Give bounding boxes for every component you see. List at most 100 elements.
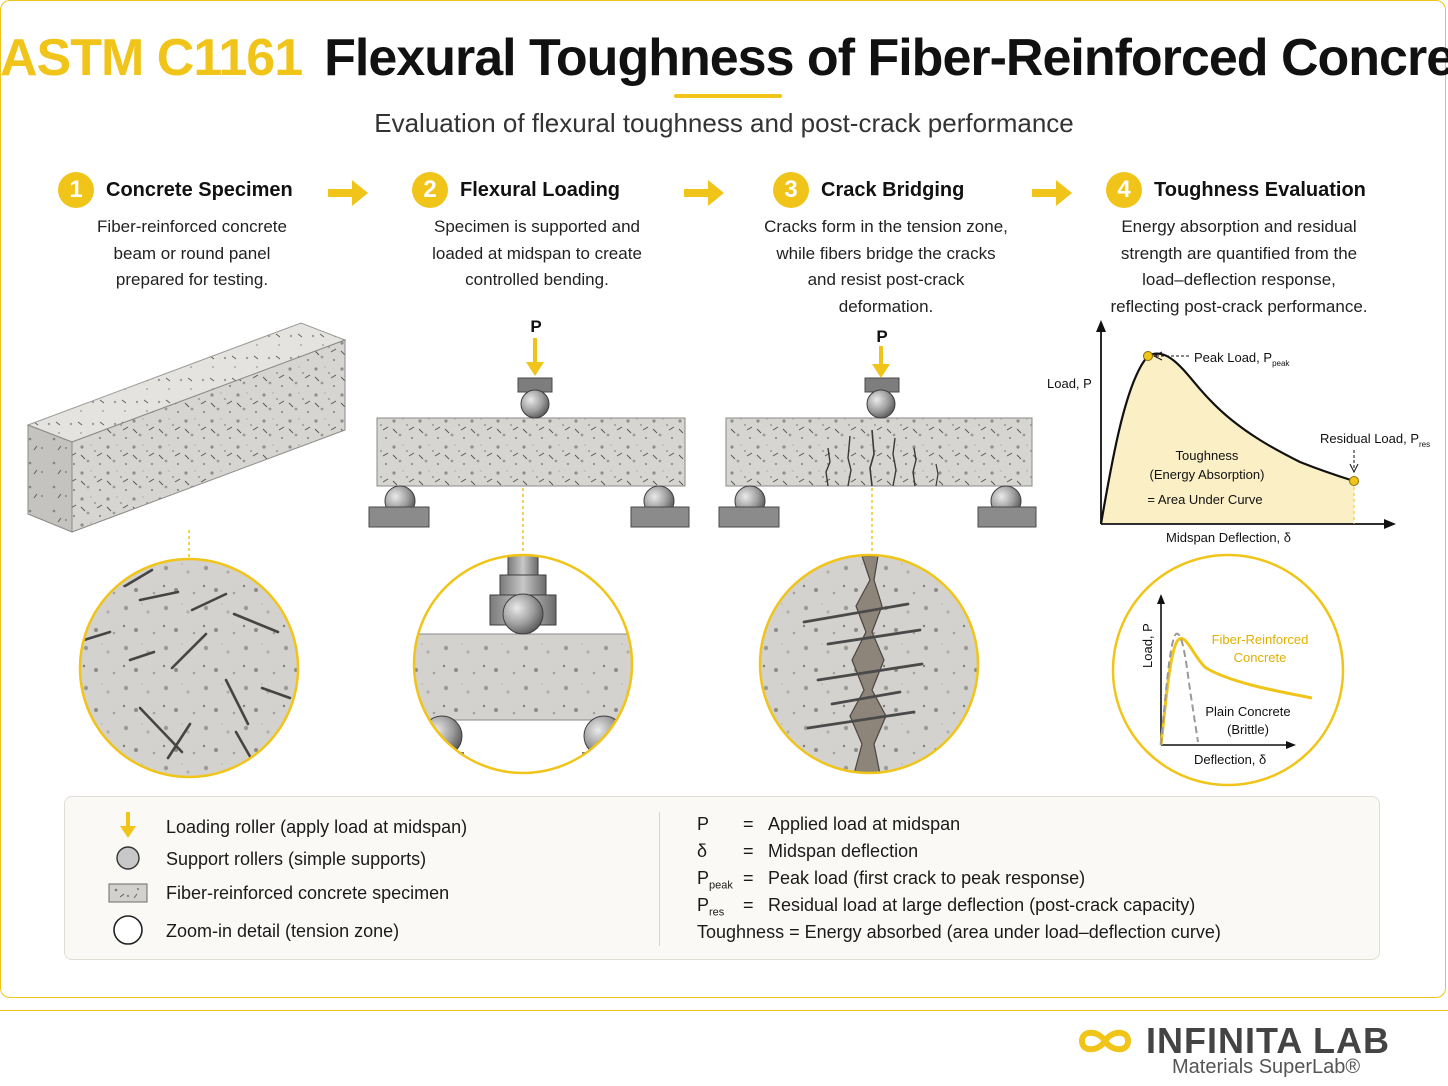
step-2-line: loaded at midspan to create [432, 243, 642, 263]
step-3-line: deformation. [838, 296, 934, 316]
comparison-inset: Load, P Deflection, δ Fiber-Reinforced C… [1111, 553, 1345, 787]
zoom-circle-icon [1111, 553, 1345, 787]
zoom-circle-icon [412, 553, 634, 775]
loading-roller-icon [520, 389, 550, 419]
page-title: ASTM C1161 Flexural Toughness of Fiber-Re… [0, 28, 1448, 88]
zoom-detail-fibers [78, 557, 300, 779]
frc-curve [1159, 636, 1313, 746]
step-4-line: strength are quantified from the [1120, 243, 1358, 263]
load-arrow-icon [872, 346, 890, 378]
step-1-description: Fiber-reinforced concrete beam or round … [60, 214, 324, 294]
cracked-beam [718, 377, 1037, 528]
support-roller-icon [116, 846, 140, 870]
step-2-line: Specimen is supported and [433, 217, 641, 236]
load-label-step2: P [530, 317, 541, 336]
load-deflection-chart: Load, P Midspan Deflection, δ Peak Load,… [1047, 320, 1430, 545]
plain-concrete-curve [1160, 632, 1199, 746]
step-1-line: Fiber-reinforced concrete [97, 217, 287, 236]
step-2-line: controlled bending. [465, 270, 609, 289]
crack-line [892, 437, 897, 487]
load-label-step3: P [876, 327, 887, 346]
inset-y-label: Load, P [1140, 623, 1155, 668]
peak-load-label: Peak Load, Ppeak [1194, 350, 1290, 368]
step-3-line: Cracks form in the tension zone, [764, 217, 1008, 236]
title-text: Flexural Toughness of Fiber-Reinforced C… [324, 29, 1448, 87]
brand-tagline: Materials SuperLab® [1172, 1056, 1361, 1078]
plain-label-line: (Brittle) [1227, 722, 1269, 737]
zoom-circle-icon [113, 915, 143, 945]
crack-line [912, 447, 917, 487]
step-3-title: Crack Bridging [821, 178, 965, 201]
definition-equals: = [743, 895, 754, 915]
legend-item-label: Support rollers (simple supports) [166, 849, 427, 869]
load-arrow-icon [526, 338, 544, 376]
curve-x-label: Midspan Deflection, δ [1166, 530, 1291, 545]
step-1-line: prepared for testing. [115, 270, 269, 289]
title-underline [674, 94, 782, 98]
legend-panel [64, 796, 1380, 960]
loading-roller-icon [120, 812, 136, 838]
step-4-badge: 4 [1106, 172, 1142, 208]
step-4-description: Energy absorption and residual strength … [1092, 214, 1386, 320]
step-1-header: 1 Concrete Specimen [58, 172, 293, 208]
definition-text: Peak load (first crack to peak response) [768, 868, 1086, 888]
infinity-logo-icon [1078, 1029, 1132, 1053]
frc-label-line: Concrete [1234, 650, 1287, 665]
step-3-badge: 3 [773, 172, 809, 208]
zoom-circle-icon [78, 557, 300, 779]
definition-text: Midspan deflection [768, 841, 919, 861]
peak-point [1143, 351, 1153, 361]
specimen-icon [108, 883, 148, 903]
specimen-beam [26, 322, 347, 533]
step-arrow-icon [1032, 180, 1072, 206]
step-3-line: and resist post-crack [807, 270, 965, 289]
zoom-circle-icon [758, 553, 980, 775]
definition-equals: = [743, 841, 754, 861]
step-2-description: Specimen is supported and loaded at mids… [398, 214, 676, 294]
zoom-detail-loading [412, 553, 634, 775]
definition-text: Residual load at large deflection (post-… [768, 895, 1196, 915]
step-3-header: 3 Crack Bridging [773, 172, 964, 208]
standard-code: ASTM C1161 [0, 29, 303, 87]
curve-y-label: Load, P [1047, 376, 1092, 391]
process-illustration: P P [26, 317, 1430, 787]
footer-divider [0, 1010, 1448, 1011]
step-1-badge: 1 [58, 172, 94, 208]
crack-line [935, 463, 939, 487]
definition-symbol: P [697, 814, 710, 834]
zoom-detail-crack [758, 553, 980, 775]
legend-item-label: Zoom-in detail (tension zone) [166, 921, 400, 941]
flexural-setup [368, 377, 690, 528]
residual-load-label: Residual Load, Pres [1320, 431, 1430, 449]
legend-item-label: Fiber-reinforced concrete specimen [166, 883, 450, 903]
definition-text: Applied load at midspan [768, 814, 961, 834]
toughness-definition: Toughness = Energy absorbed (area under … [697, 922, 1221, 942]
step-3-line: while fibers bridge the cracks [776, 243, 996, 263]
step-arrow-icon [328, 180, 368, 206]
legend-divider [659, 812, 660, 946]
step-4-title: Toughness Evaluation [1154, 178, 1366, 201]
step-3-description: Cracks form in the tension zone, while f… [736, 214, 1036, 320]
step-2-title: Flexural Loading [460, 178, 621, 201]
legend-item-label: Loading roller (apply load at midspan) [166, 817, 468, 837]
area-under-curve [1101, 353, 1354, 524]
frc-label-line: Fiber-Reinforced [1212, 632, 1309, 647]
brand-logo: INFINITA LAB [1074, 1020, 1390, 1062]
step-2-header: 2 Flexural Loading [412, 172, 620, 208]
crack-line [825, 447, 831, 487]
step-arrow-icon [684, 180, 724, 206]
definition-symbol: Pres [697, 895, 725, 919]
area-label-line: Toughness [1176, 448, 1239, 463]
loading-roller-icon [866, 389, 896, 419]
inset-x-label: Deflection, δ [1194, 752, 1266, 767]
step-4-line: Energy absorption and residual [1121, 217, 1357, 236]
brand-name: INFINITA LAB [1146, 1020, 1390, 1061]
area-label-line: (Energy Absorption) [1150, 467, 1265, 482]
plain-label-line: Plain Concrete [1205, 704, 1290, 719]
definition-equals: = [743, 814, 754, 834]
definition-equals: = [743, 868, 754, 888]
area-label-line: = Area Under Curve [1147, 492, 1262, 507]
step-1-title: Concrete Specimen [106, 178, 293, 201]
crack-line [869, 429, 875, 487]
step-2-badge: 2 [412, 172, 448, 208]
